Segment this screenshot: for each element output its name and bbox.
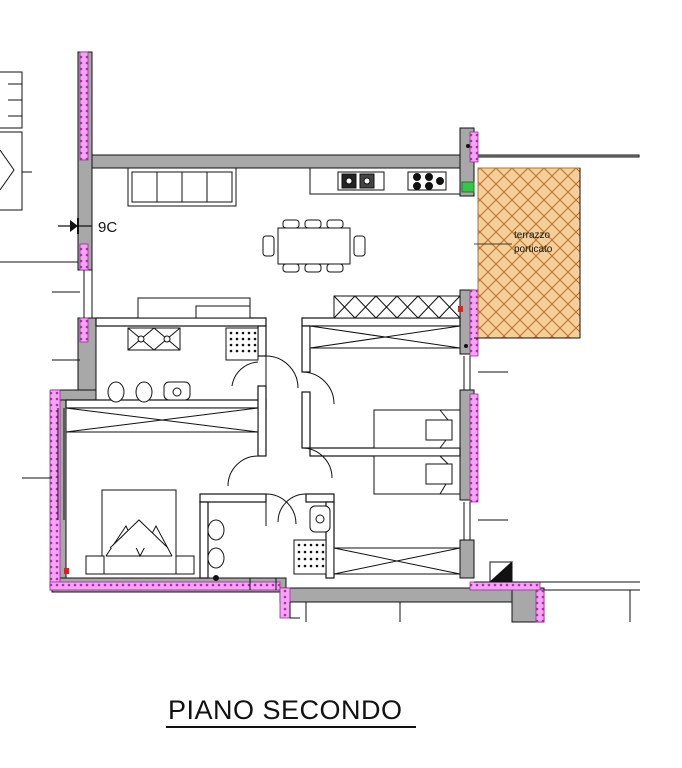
markers [64,144,475,574]
doors [227,355,335,526]
entrance-marker [58,218,92,234]
master-bedroom-furniture [65,407,259,575]
windows [22,270,508,590]
bathroom-1-fixtures [107,327,259,403]
title-underline [166,726,416,728]
terrace-label-line1: terrazzo [514,230,551,241]
terrace-label-line2: porticato [514,244,553,255]
interior-walls [65,317,461,579]
bedroom-3-furniture [333,455,461,575]
sofa [127,167,237,207]
dining-table [262,219,366,273]
neighbour-building [0,71,80,263]
kitchen-counter [309,167,461,195]
bathroom-2-fixtures [207,505,331,581]
insulation-layer [49,51,545,623]
stair-corner [289,560,640,622]
terrace [474,167,581,339]
plan-title: PIANO SECONDO [168,695,403,725]
bedroom-2-furniture [309,325,461,449]
tv-cabinet [137,297,251,319]
wardrobe-living [333,295,461,319]
unit-label: 9C [98,219,117,236]
